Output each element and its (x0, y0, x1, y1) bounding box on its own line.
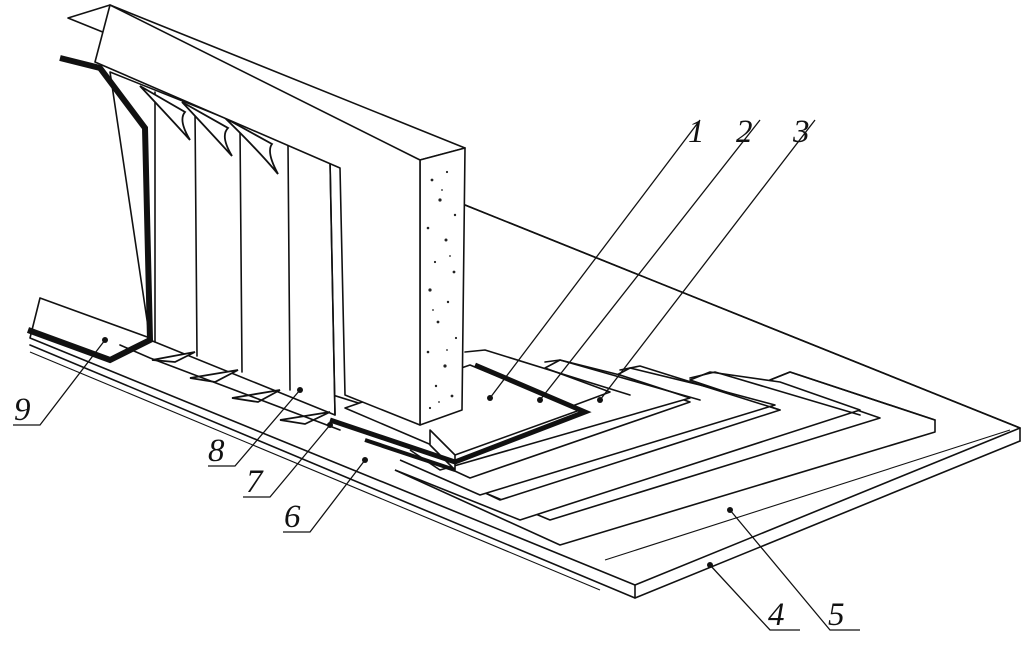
callout-4: 4 (768, 597, 785, 633)
concrete-texture (426, 170, 458, 410)
callout-labels: 1 2 3 4 5 6 7 8 9 (14, 114, 845, 633)
callout-9: 9 (14, 392, 31, 428)
flashing-profile (26, 55, 154, 364)
insulation-panels (109, 71, 341, 431)
concrete-wall (67, 4, 1021, 429)
callout-1: 1 (688, 114, 705, 150)
callout-2: 2 (736, 114, 753, 150)
leaders (13, 119, 860, 631)
callout-7: 7 (246, 464, 264, 500)
callout-6: 6 (284, 499, 301, 535)
callout-3: 3 (792, 114, 810, 150)
callout-5: 5 (828, 597, 845, 633)
callout-8: 8 (208, 433, 225, 469)
